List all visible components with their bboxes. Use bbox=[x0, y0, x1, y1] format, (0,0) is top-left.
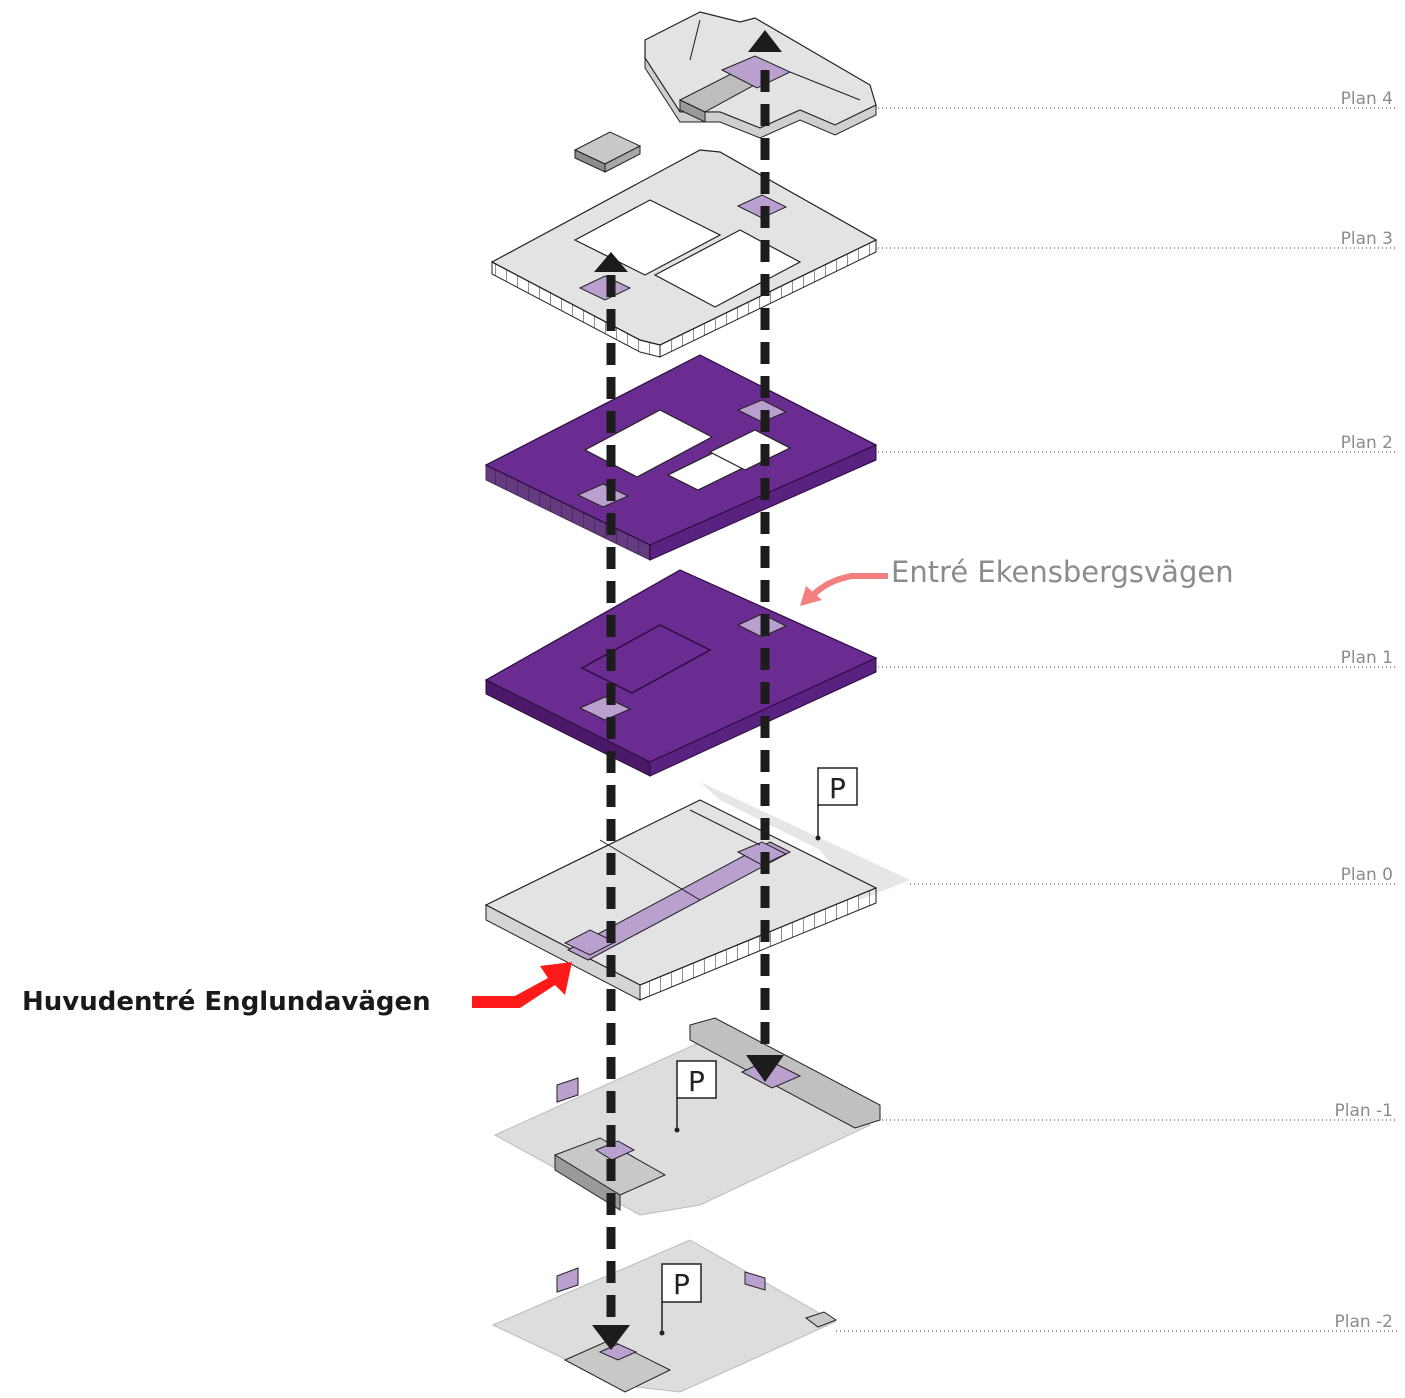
floor-plan-minus-2 bbox=[491, 1239, 838, 1393]
arrow-icon bbox=[800, 586, 822, 606]
entrance-main: Huvudentré Englundavägen bbox=[22, 962, 572, 1017]
entrance-secondary-label: Entré Ekensbergsvägen bbox=[891, 555, 1234, 589]
level-label: Plan 3 bbox=[1341, 229, 1393, 249]
parking-marker: P bbox=[674, 1060, 717, 1133]
level-label: Plan 4 bbox=[1341, 89, 1393, 109]
level-label: Plan -1 bbox=[1334, 1101, 1393, 1121]
level-label: Plan 1 bbox=[1341, 648, 1393, 668]
floating-block bbox=[573, 131, 642, 173]
floor-plan-2 bbox=[484, 354, 878, 561]
parking-icon: P bbox=[829, 772, 846, 805]
arrow-icon bbox=[472, 962, 572, 1008]
entrance-secondary: Entré Ekensbergsvägen bbox=[800, 555, 1234, 606]
circulation-right bbox=[746, 30, 784, 1082]
arrow-down-icon bbox=[592, 1325, 630, 1350]
parking-marker: P bbox=[659, 1263, 702, 1336]
floor-plan-0 bbox=[484, 782, 910, 1001]
floor-plan-minus-1 bbox=[493, 1017, 881, 1216]
circulation-left bbox=[592, 252, 630, 1350]
parking-icon: P bbox=[688, 1065, 705, 1098]
level-label: Plan 0 bbox=[1341, 865, 1393, 885]
entrance-main-label: Huvudentré Englundavägen bbox=[22, 987, 431, 1017]
arrow-up-icon bbox=[594, 252, 628, 272]
level-label: Plan 2 bbox=[1341, 433, 1393, 453]
arrow-up-icon bbox=[748, 30, 782, 52]
level-labels: Plan 4 Plan 3 Plan 2 Plan 1 Plan 0 Plan … bbox=[836, 89, 1398, 1332]
parking-marker: P bbox=[815, 767, 858, 841]
arrow-down-icon bbox=[746, 1055, 784, 1082]
parking-icon: P bbox=[673, 1268, 690, 1301]
level-label: Plan -2 bbox=[1334, 1312, 1393, 1332]
floor-plan-3 bbox=[490, 149, 878, 358]
